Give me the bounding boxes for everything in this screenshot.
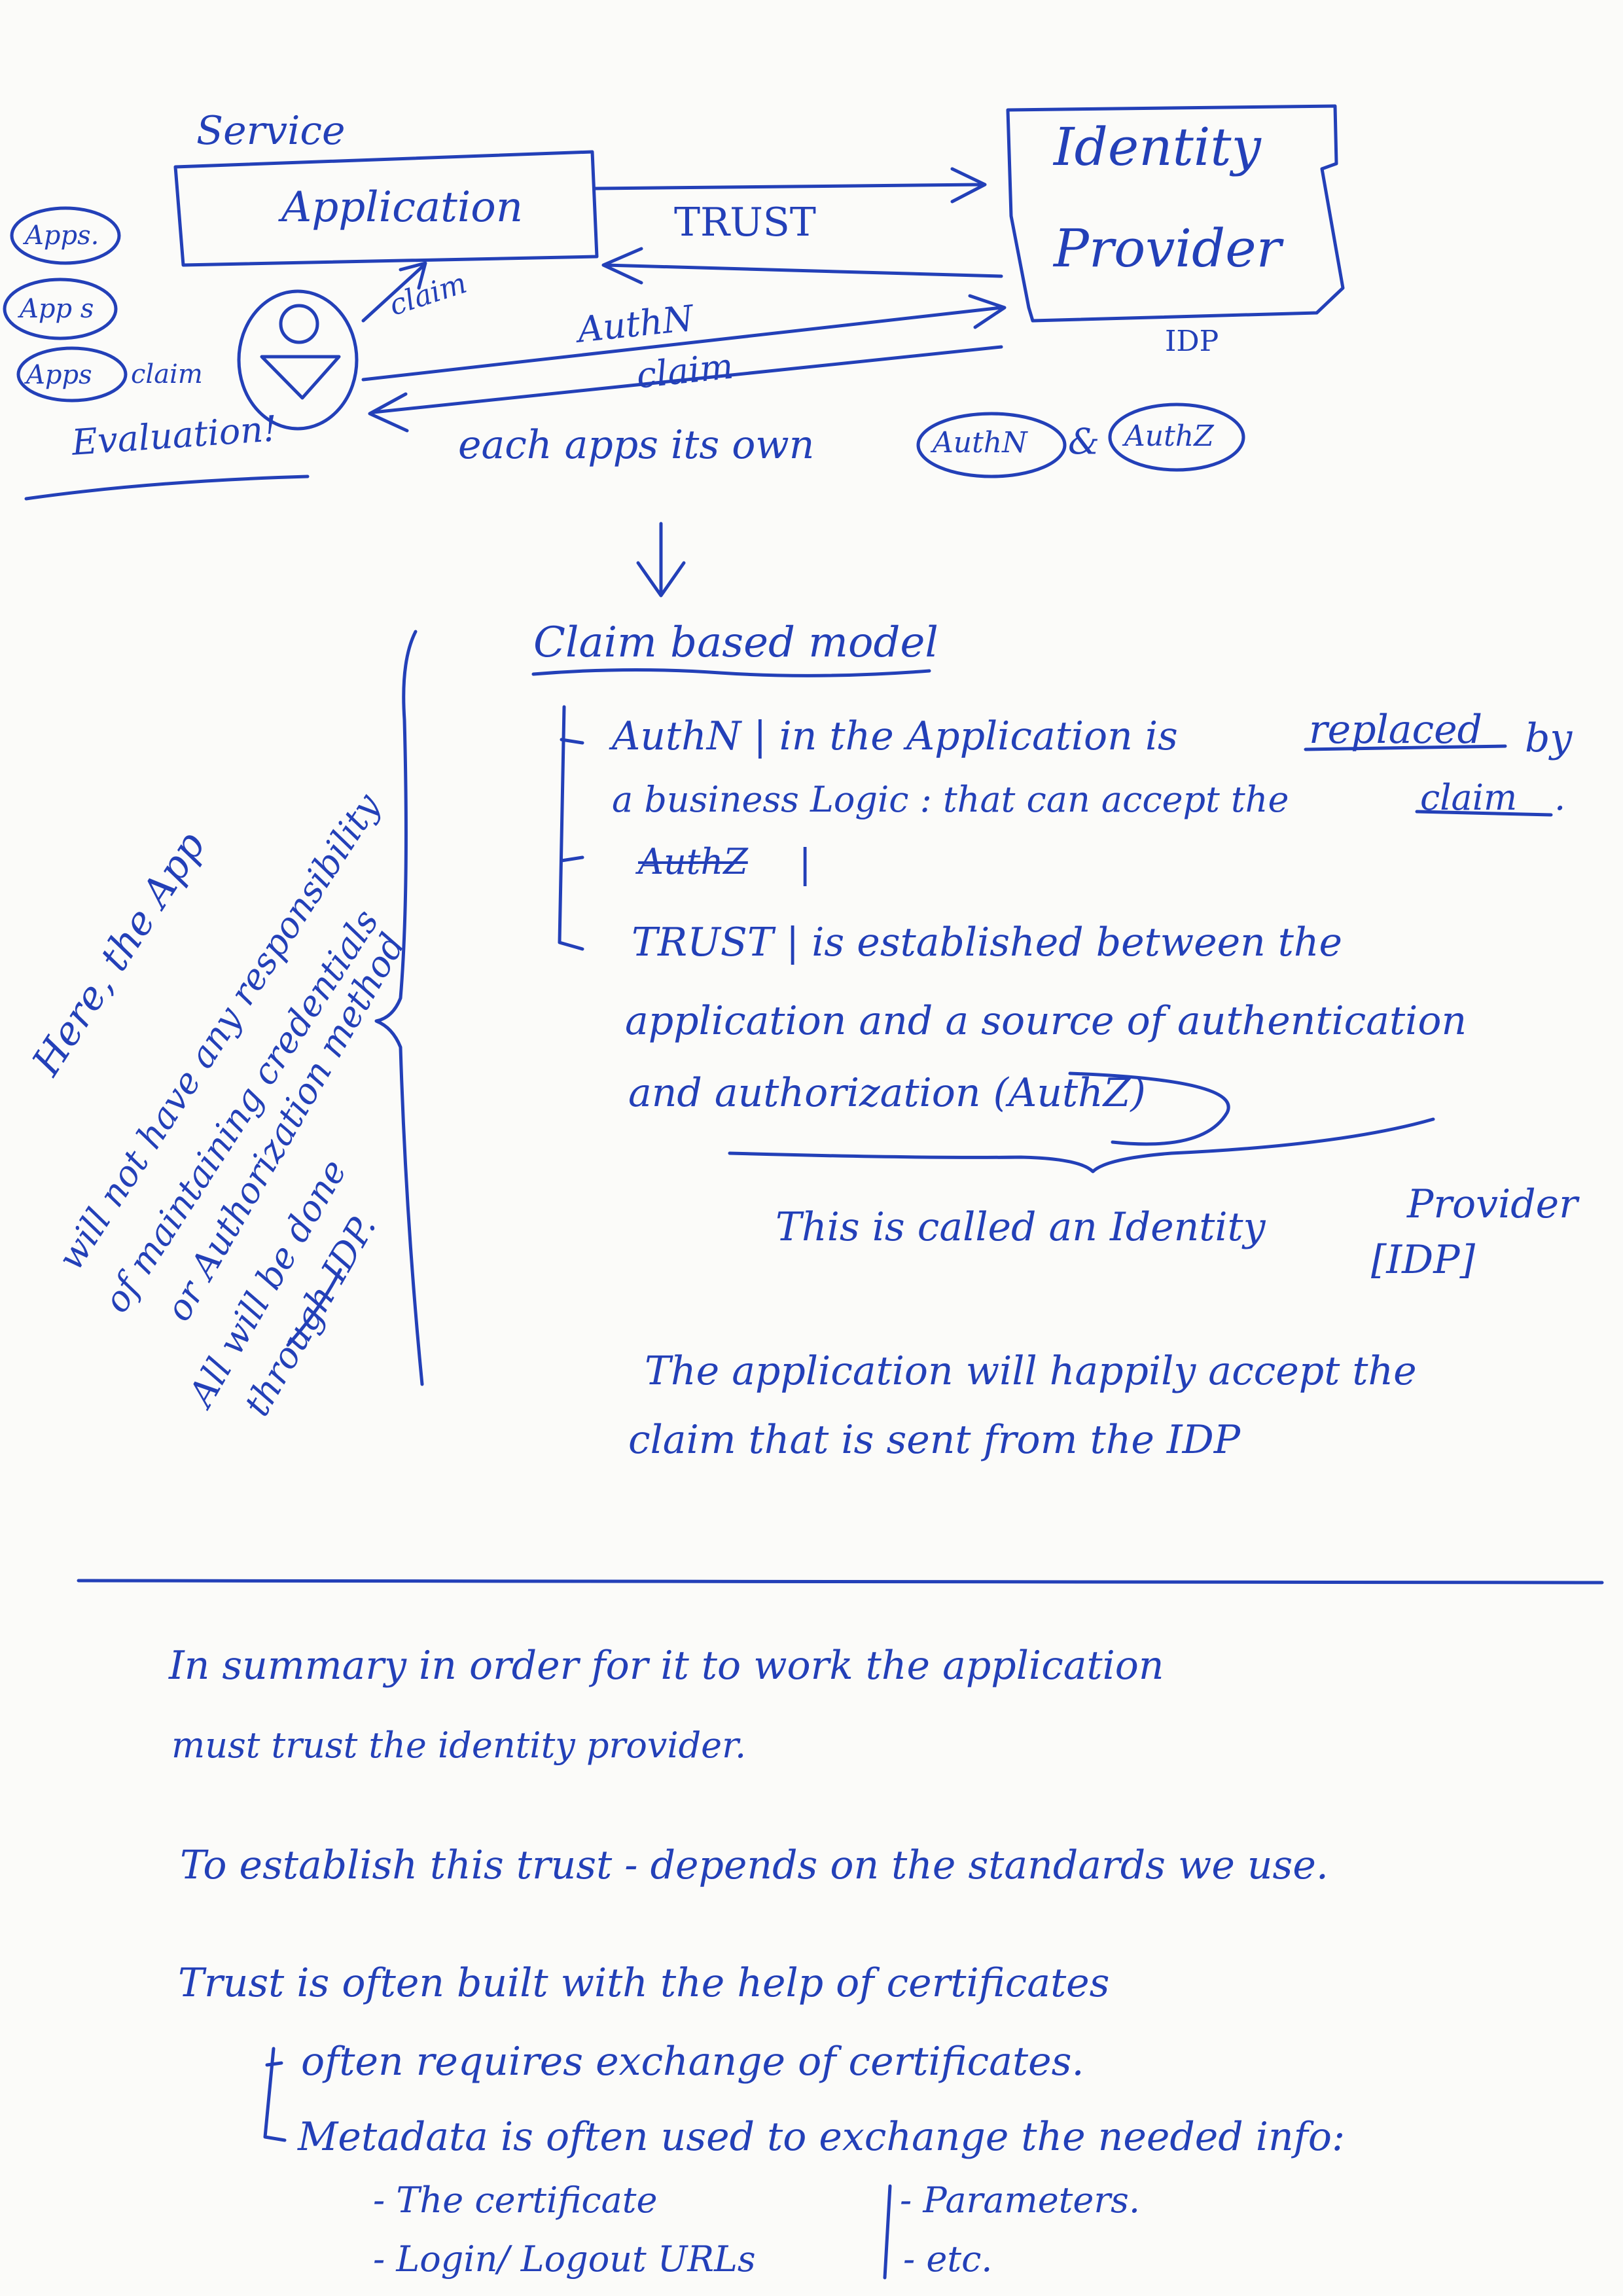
trust-label: TRUST	[674, 200, 816, 245]
left-brace	[374, 630, 424, 1386]
authn-arrow	[361, 294, 1007, 382]
idp-note-part1: This is called an Identity	[776, 1204, 1266, 1250]
apps-item-2: App s	[20, 294, 94, 324]
each-apps-line: each apps its own	[458, 422, 815, 468]
down-arrow	[636, 522, 686, 598]
items-bracket	[558, 705, 584, 951]
apps-item-1: Apps.	[25, 221, 99, 251]
claim-arrow	[368, 345, 1003, 433]
item2-struck: AuthZ	[638, 841, 748, 882]
idp-box-line2: Provider	[1054, 218, 1281, 279]
claim-label: claim	[634, 345, 736, 397]
item1-end: .	[1554, 777, 1566, 818]
summary-line2: must trust the identity provider.	[171, 1725, 747, 1766]
idp-note-provider: Provider	[1407, 1181, 1578, 1227]
and-symbol: &	[1068, 421, 1100, 462]
accept-line2: claim that is sent from the IDP	[628, 1417, 1241, 1463]
claim-model-heading: Claim based model	[533, 619, 938, 667]
summary-line1: In summary in order for it to work the a…	[169, 1643, 1164, 1689]
items-brace	[728, 1117, 1435, 1174]
application-box	[173, 150, 599, 267]
item1-part2: by	[1525, 715, 1573, 761]
application-box-label: Application	[281, 183, 524, 232]
authz-circle-label: AuthZ	[1124, 420, 1214, 453]
user-to-app-arrow	[361, 261, 427, 323]
item1-line2: a business Logic : that can accept the	[612, 779, 1289, 820]
item1-part1: AuthN | in the Application is	[612, 713, 1178, 759]
section-divider	[77, 1579, 1604, 1585]
item3-line3: and authorization (AuthZ)	[628, 1070, 1146, 1116]
item2-bar: |	[798, 841, 812, 887]
service-label: Service	[196, 108, 346, 154]
summary-sub1: - The certificate	[373, 2179, 658, 2221]
claim-near-user: claim	[131, 359, 203, 389]
trust-arrow-left	[601, 247, 1003, 285]
summary-line4: Trust is often built with the help of ce…	[178, 1960, 1110, 2006]
accept-line1: The application will happily accept the	[645, 1348, 1417, 1394]
summary-sub4: - etc.	[903, 2238, 993, 2280]
idp-note-abbrev: [IDP]	[1371, 1237, 1475, 1283]
summary-line3: To establish this trust - depends on the…	[180, 1842, 1329, 1888]
trust-arrow-right	[594, 167, 987, 204]
idp-box-line1: Identity	[1054, 117, 1261, 177]
summary-sub2: - Login/ Logout URLs	[373, 2238, 756, 2280]
authn-circle-label: AuthN	[933, 426, 1027, 459]
idp-box	[1006, 104, 1345, 323]
summary-bullet1: often requires exchange of certificates.	[301, 2039, 1084, 2085]
apps-item-3: Apps	[26, 360, 92, 390]
idp-abbrev: IDP	[1165, 325, 1219, 358]
summary-bracket	[263, 2047, 287, 2142]
item3-line2: application and a source of authenticati…	[625, 998, 1467, 1044]
item1-claim: claim	[1420, 777, 1518, 818]
item1-replaced: replaced	[1309, 707, 1483, 753]
item3-line1: TRUST | is established between the	[632, 920, 1343, 965]
summary-bullet2: Metadata is often used to exchange the n…	[298, 2114, 1346, 2160]
summary-sub3: - Parameters.	[900, 2179, 1141, 2221]
user-circle	[237, 289, 359, 431]
